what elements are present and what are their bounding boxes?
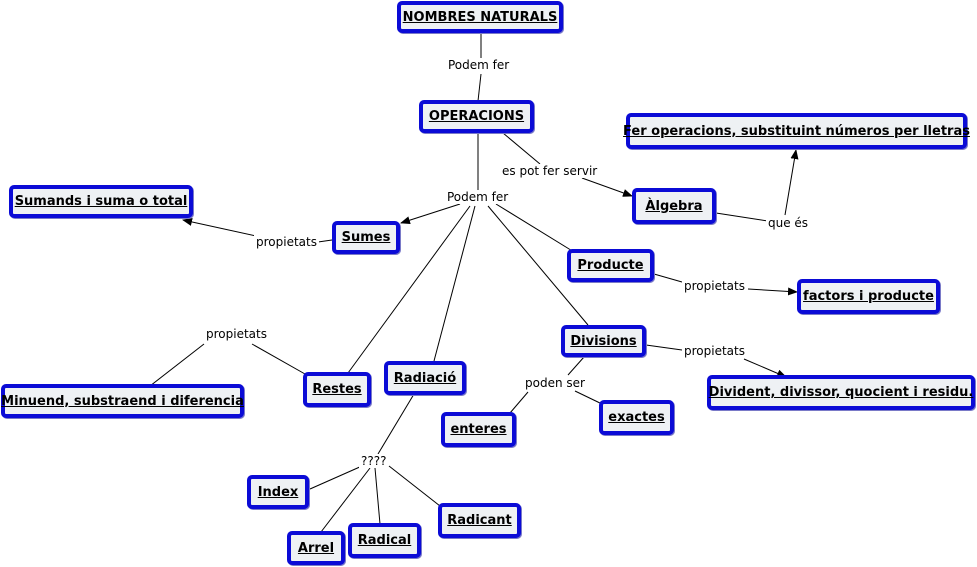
link-line (784, 149, 799, 216)
concept-sumes[interactable]: Sumes (332, 221, 400, 254)
link-line (653, 273, 683, 283)
concept-exactes[interactable]: exactes (599, 400, 674, 435)
concept-arrel[interactable]: Arrel (287, 531, 345, 565)
concept-minuend[interactable]: Minuend, substraend i diferencia (1, 384, 244, 418)
link-label-propietats-divisions: propietats (682, 344, 747, 358)
concept-producte[interactable]: Producte (567, 249, 654, 282)
link-line (743, 358, 787, 378)
link-line (251, 343, 306, 375)
concept-operacions[interactable]: OPERACIONS (419, 100, 534, 133)
link-line (747, 287, 798, 296)
link-line (502, 132, 541, 165)
concept-index[interactable]: Index (247, 475, 309, 509)
link-label-que-es: que és (766, 216, 811, 230)
link-label-es-pot-fer-servir: es pot fer servir (500, 164, 600, 178)
concept-radicant[interactable]: Radicant (438, 503, 521, 538)
link-line (509, 391, 529, 414)
link-line (567, 356, 585, 376)
concept-enteres[interactable]: enteres (441, 412, 516, 447)
link-label-propietats-restes: propietats (204, 327, 269, 341)
concept-radical[interactable]: Radical (348, 523, 421, 558)
link-line (377, 393, 415, 455)
link-label-propietats-producte: propietats (682, 279, 747, 293)
concept-fer-operacions[interactable]: Fer operacions, substituint números per … (623, 113, 970, 149)
link-line (477, 73, 482, 102)
concept-nombres-naturals[interactable]: NOMBRES NATURALS (397, 1, 563, 33)
link-line (400, 203, 461, 225)
link-line (433, 205, 476, 362)
concept-factors[interactable]: factors i producte (797, 279, 940, 314)
link-line (374, 467, 381, 525)
concept-sumands[interactable]: Sumands i suma o total (9, 185, 193, 218)
link-label-propietats-sumes: propietats (254, 235, 319, 249)
concept-divident[interactable]: Divident, divissor, quocient i residu. (707, 375, 975, 410)
link-label-radiacio-q: ???? (359, 454, 389, 468)
link-line (388, 465, 441, 507)
concept-restes[interactable]: Restes (303, 372, 371, 407)
link-line (495, 203, 575, 253)
link-line (347, 205, 471, 374)
link-line (581, 177, 633, 197)
concept-algebra[interactable]: Àlgebra (632, 188, 716, 224)
link-line (320, 467, 371, 533)
link-line (309, 465, 363, 490)
concept-radiacio[interactable]: Radiació (384, 361, 466, 395)
link-line (645, 344, 683, 351)
link-line (182, 218, 257, 237)
link-line (487, 205, 589, 326)
link-line (149, 343, 205, 387)
link-label-podem-fer-top: Podem fer (446, 58, 512, 72)
link-label-podem-fer-mid: Podem fer (445, 190, 511, 204)
link-line (317, 239, 333, 243)
link-label-poden-ser: poden ser (523, 376, 587, 390)
concept-divisions[interactable]: Divisions (561, 325, 646, 357)
link-line (715, 212, 769, 222)
link-line (574, 390, 603, 405)
